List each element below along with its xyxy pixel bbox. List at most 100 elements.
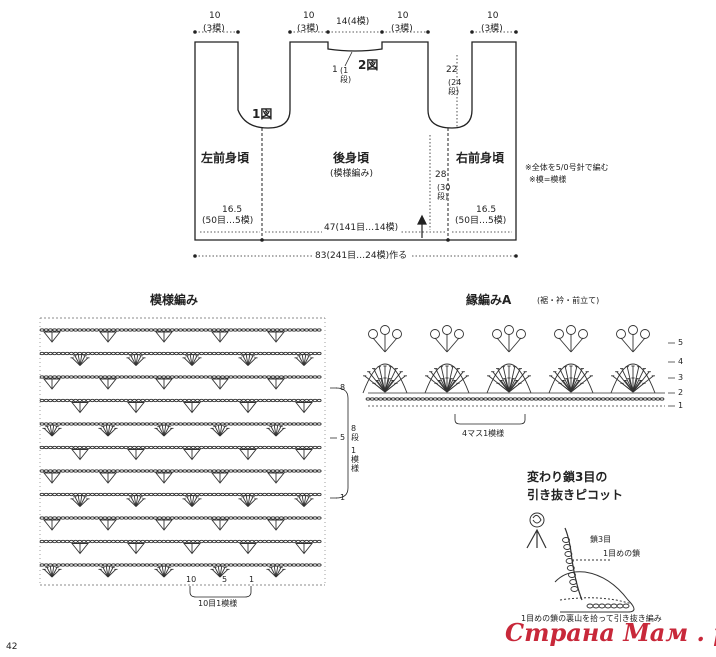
chain-stitch (462, 397, 467, 401)
chain-stitch (630, 397, 635, 401)
chain-stitch (106, 445, 112, 450)
chain-stitch (90, 563, 95, 567)
chain-stitch (90, 328, 95, 332)
picot-stem (558, 337, 572, 353)
chain-stitch (378, 397, 383, 401)
chain-stitch (98, 422, 104, 426)
treble-stitch (161, 425, 165, 437)
picot-chain (562, 537, 630, 609)
chain-stitch (111, 375, 116, 379)
treble-stitch (566, 378, 572, 393)
chain-stitch (300, 398, 305, 403)
chain-stitch (195, 563, 200, 567)
chain-stitch (56, 563, 62, 567)
chain-stitch (60, 492, 66, 497)
treble-stitch (51, 425, 55, 437)
chain-stitch (287, 351, 293, 356)
chain-stitch (253, 351, 259, 356)
picot-chain-link (565, 558, 574, 564)
chain-stitch (157, 445, 162, 450)
chain-stitch (69, 469, 74, 473)
picot-title-2: 引き抜きピコット (527, 488, 624, 502)
treble-stitch (275, 569, 285, 578)
chain-stitch (224, 351, 230, 356)
pattern-title: 模様編み (150, 293, 199, 307)
chain-stitch (52, 469, 57, 473)
chain-stitch (98, 351, 104, 356)
chain-stitch (279, 516, 284, 520)
chain-stitch (279, 492, 284, 497)
chain-stitch (174, 351, 179, 356)
treble-stitch (219, 569, 229, 578)
chain-stitch (224, 328, 230, 332)
chain-stitch (140, 328, 146, 332)
chain-stitch (312, 351, 318, 356)
chain-stitch (52, 516, 57, 520)
chain-stitch (169, 328, 175, 332)
treble-stitch (267, 569, 277, 578)
chain-stitch (312, 469, 318, 473)
chain-stitch (266, 516, 272, 520)
chain-stitch (81, 328, 87, 332)
treble-stitch (247, 496, 254, 507)
treble-stitch (191, 355, 198, 366)
watermark-logo: Страна Мам . ру (505, 618, 716, 647)
chain-stitch (287, 445, 293, 450)
chain-stitch (542, 397, 547, 401)
chain-stitch (56, 351, 62, 356)
treble-stitch (163, 425, 167, 437)
chain-stitch (178, 492, 183, 497)
treble-stitch (632, 378, 638, 393)
chain-stitch (245, 563, 251, 567)
chain-stitch (127, 563, 133, 567)
chain-stitch (119, 398, 125, 403)
chain-stitch (308, 375, 314, 379)
chain-stitch (304, 469, 309, 473)
chain-stitch (211, 328, 217, 332)
chain-stitch (39, 328, 45, 332)
chain-stitch (258, 398, 263, 403)
chain-stitch (291, 422, 297, 426)
picot-stem (372, 337, 386, 353)
chain-stitch (140, 516, 146, 520)
chain-stitch (316, 398, 322, 403)
chain-stitch (148, 516, 154, 520)
chain-stitch (270, 375, 276, 379)
treble-stitch (435, 382, 448, 393)
chain-stitch (274, 516, 280, 520)
chain-stitch (48, 469, 53, 473)
chain-stitch (258, 328, 263, 332)
chain-stitch (64, 328, 70, 332)
chain-stitch (64, 351, 70, 356)
chain-stitch (77, 469, 83, 473)
chain-stitch (190, 469, 196, 473)
chain-stitch (115, 492, 120, 497)
chain-stitch (98, 445, 104, 450)
chain-stitch (165, 539, 171, 544)
chain-stitch (48, 516, 53, 520)
chain-stitch (144, 469, 150, 473)
chain-stitch (140, 445, 146, 450)
chain-stitch (140, 375, 146, 379)
chain-stitch (115, 351, 120, 356)
direction-arrow (417, 214, 427, 238)
chain-stitch (291, 492, 297, 497)
chain-stitch (232, 539, 238, 544)
chain-stitch (161, 398, 167, 403)
base-chain-link (586, 603, 594, 609)
chain-stitch (253, 445, 259, 450)
treble-stitch (632, 382, 645, 393)
chain-stitch (220, 328, 225, 332)
chain-stitch (295, 375, 301, 379)
chain-stitch (211, 492, 217, 497)
edging-row-1: 1 (678, 401, 684, 410)
chain-stitch (60, 516, 66, 520)
edging-repeat-bracket (454, 414, 526, 425)
chain-stitch (106, 539, 112, 544)
treble-stitch (189, 495, 193, 507)
chain-stitch (102, 351, 108, 356)
chain-stitch (73, 563, 78, 567)
treble-stitch (239, 498, 249, 507)
chain-stitch (249, 469, 255, 473)
chain-stitch (449, 397, 455, 401)
